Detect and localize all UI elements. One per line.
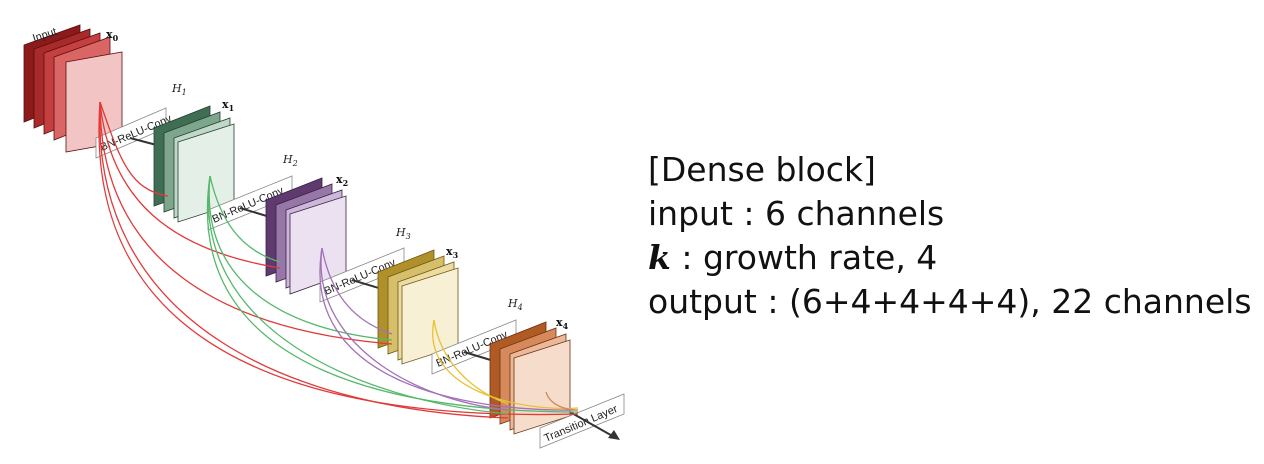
x0-label: x0 xyxy=(106,28,119,43)
h2-label: H2 xyxy=(282,153,298,168)
description-title: [Dense block] xyxy=(648,150,876,189)
x4-feature-map-stack xyxy=(489,321,571,435)
x4-label: x4 xyxy=(556,316,569,331)
x2-feature-map-stack xyxy=(265,177,347,295)
description-input: input : 6 channels xyxy=(648,194,945,233)
purple-dense-connections xyxy=(319,247,579,411)
x1-feature-map-stack xyxy=(153,105,235,223)
h4-label: H4 xyxy=(507,297,523,312)
transition-arrow-line xyxy=(569,411,617,439)
growth-rate-variable: k xyxy=(648,238,671,277)
x1-label: x1 xyxy=(222,98,234,113)
orange-connection xyxy=(545,391,579,411)
dense-block-description: [Dense block] input : 6 channels k : gro… xyxy=(648,148,1252,324)
h1-label: H1 xyxy=(171,82,187,97)
input-feature-map-stack xyxy=(23,24,123,153)
red-dense-connections xyxy=(98,101,579,419)
h3-label: H3 xyxy=(395,226,411,241)
description-output: output : (6+4+4+4+4), 22 channels xyxy=(648,282,1252,321)
x3-label: x3 xyxy=(446,245,459,260)
description-growth-rate: k : growth rate, 4 xyxy=(648,236,1252,280)
x2-label: x2 xyxy=(336,173,348,188)
x3-feature-map-stack xyxy=(377,249,459,365)
dense-block-diagram: Input x0 BN-ReLU-Conv H1 x1 BN-ReLU-Conv… xyxy=(23,24,625,449)
growth-rate-text: : growth rate, 4 xyxy=(670,238,938,277)
transition-arrow-head xyxy=(608,430,620,440)
yellow-dense-connections xyxy=(432,319,579,410)
